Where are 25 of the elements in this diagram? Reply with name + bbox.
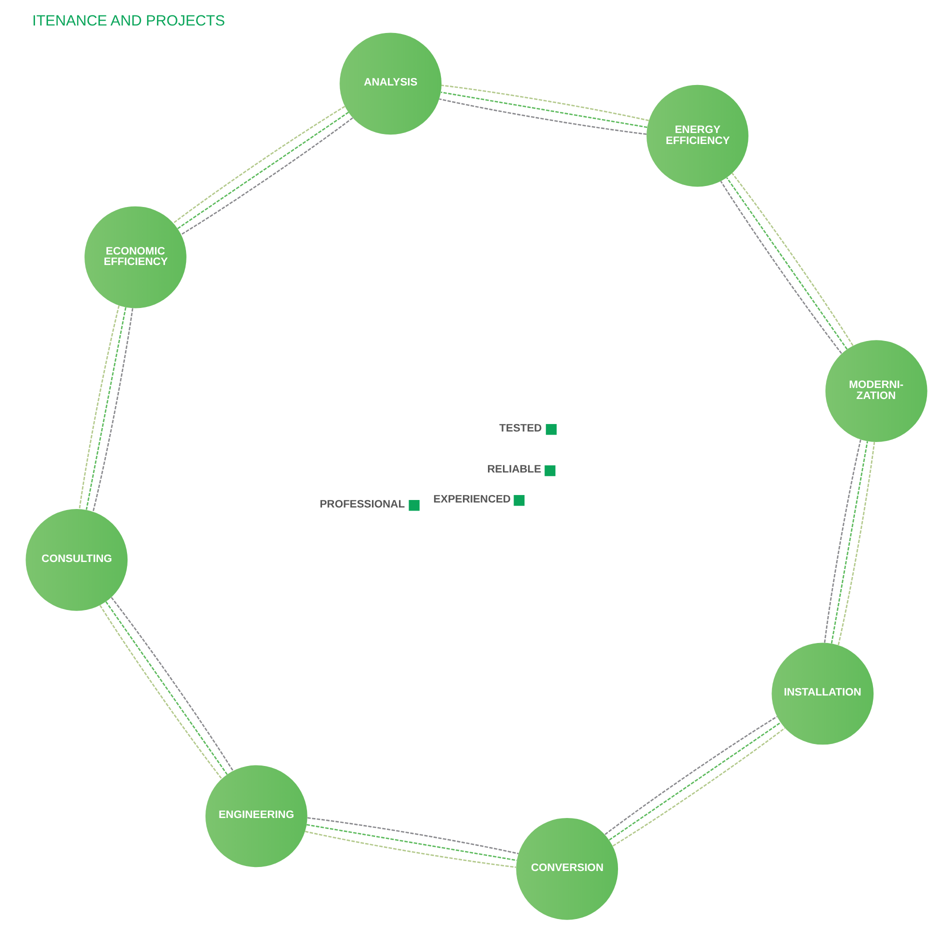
connector — [823, 440, 861, 643]
label: PROFESSIONAL — [319, 498, 404, 510]
connector — [440, 84, 648, 122]
connector — [85, 307, 126, 510]
node-circle: INSTALLATION — [771, 642, 874, 745]
connector — [837, 442, 875, 646]
connector — [830, 441, 868, 644]
node-circle: CONVERSION — [516, 818, 618, 920]
label: EXPERIENCED — [432, 493, 510, 506]
label: RELIABLE — [486, 464, 541, 476]
diagram-title: ITENANCE AND PROJECTS — [32, 14, 225, 30]
connector — [304, 830, 516, 868]
node-circle: MODERNI- ZATION — [824, 340, 927, 442]
connector — [306, 824, 516, 861]
node-circle: ECONOMIC EFFICIENCY — [84, 206, 186, 308]
node-circle: ENGINEERING — [204, 765, 307, 868]
connector — [92, 308, 133, 512]
connector — [438, 98, 646, 135]
node-circle: ANALYSIS — [339, 32, 442, 135]
label: TESTED — [498, 422, 542, 434]
node-circle: CONSULTING — [25, 508, 128, 611]
connector — [440, 92, 647, 128]
connector — [306, 817, 518, 854]
connector — [78, 305, 120, 510]
node-circle: ENERGY EFFICIENCY — [646, 84, 748, 187]
